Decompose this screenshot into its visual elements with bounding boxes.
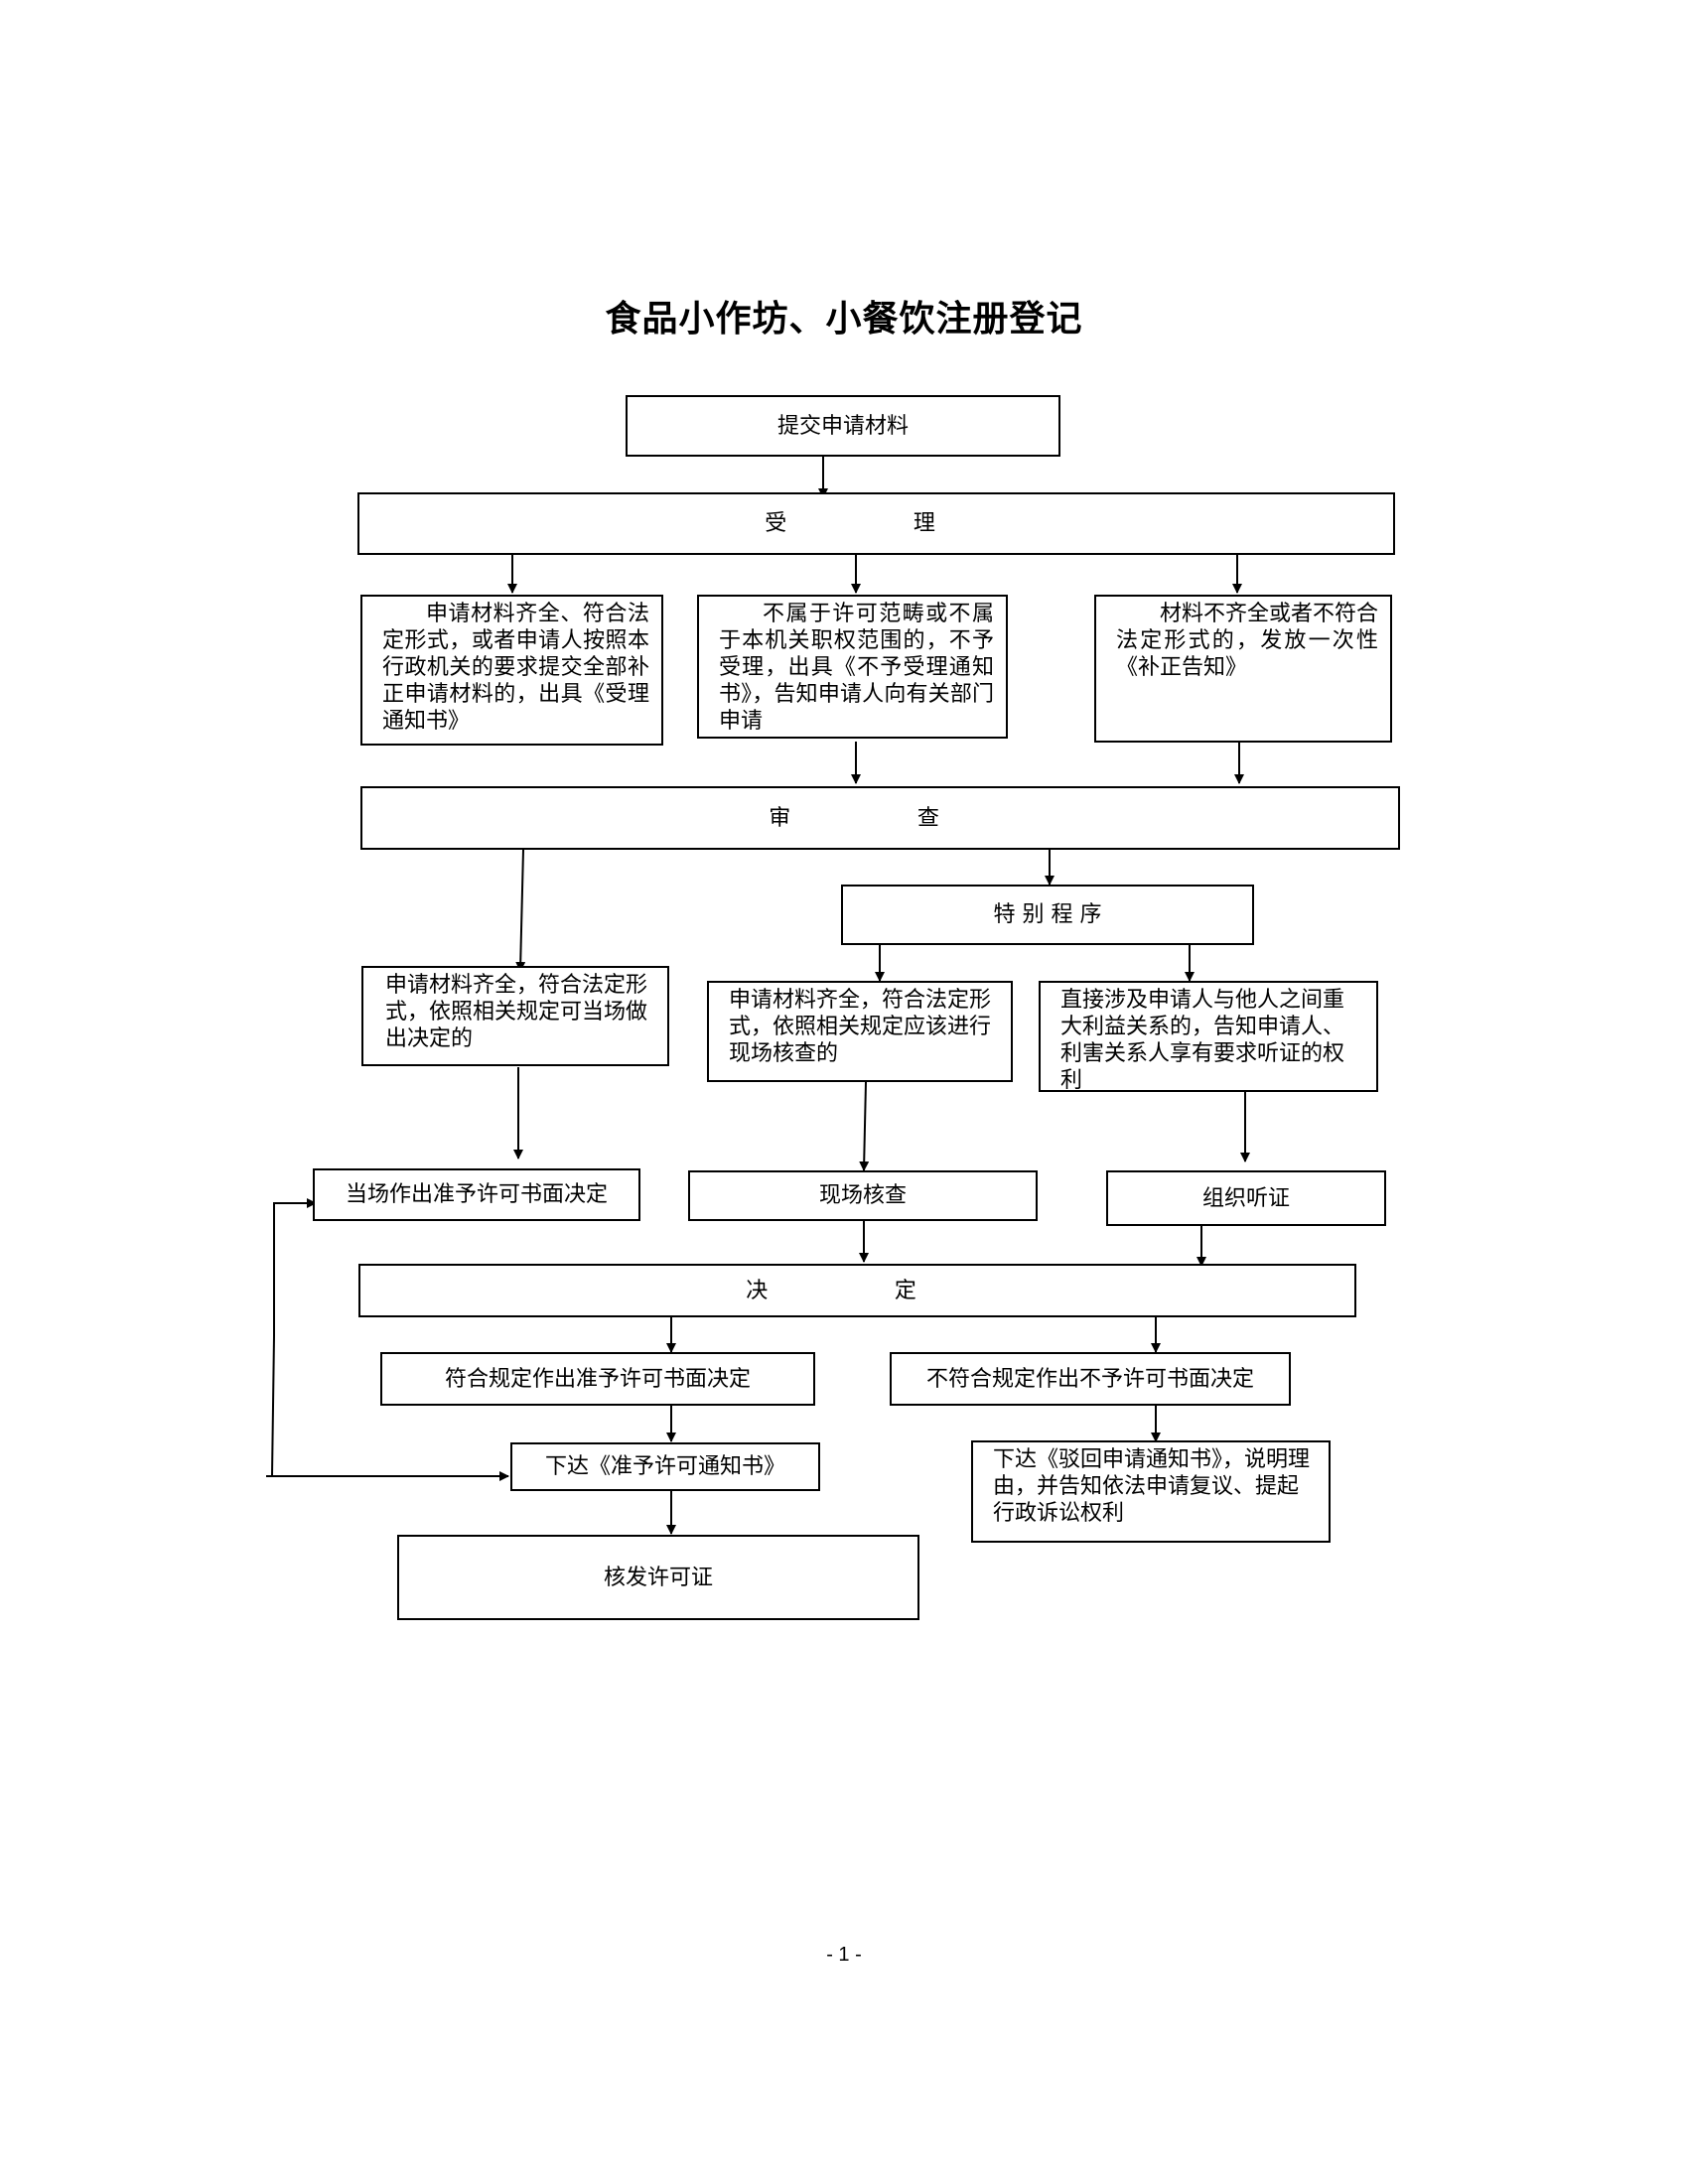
not-in-scope-box: 不属于许可范畴或不属于本机关职权范围的，不予受理，出具《不予受理通知书》，告知申… (697, 595, 1008, 739)
approve-decision-box: 符合规定作出准予许可书面决定 (380, 1352, 815, 1406)
onsite-written-decision-label: 当场作出准予许可书面决定 (345, 1182, 608, 1207)
page-title: 食品小作坊、小餐饮注册登记 (605, 299, 1083, 340)
hearing-box: 组织听证 (1106, 1170, 1386, 1226)
decision-box: 决 定 (358, 1264, 1356, 1317)
special-procedure-box: 特 别 程 序 (841, 885, 1254, 945)
onsite-written-decision-box: 当场作出准予许可书面决定 (313, 1168, 640, 1221)
arrow-review-to-onsitecase (515, 849, 526, 972)
review-box: 审 查 (360, 786, 1400, 850)
rejection-notice-text: 下达《驳回申请通知书》，说明理由，并告知依法申请复议、提起行政诉讼权利 (993, 1447, 1311, 1526)
arrow-inspectioncase-to-inspection (859, 1081, 870, 1171)
page-number: - 1 - (826, 1944, 862, 1966)
loop-writtendecision-to-notice (271, 1202, 312, 1477)
hearing-case-text: 直接涉及申请人与他人之间重大利益关系的，告知申请人、利害关系人享有要求听证的权利 (1060, 988, 1345, 1093)
review-label: 审 查 (769, 805, 992, 831)
special-procedure-label: 特 别 程 序 (993, 902, 1102, 927)
rejection-notice-box: 下达《驳回申请通知书》，说明理由，并告知依法申请复议、提起行政诉讼权利 (971, 1440, 1331, 1543)
approval-notice-label: 下达《准予许可通知书》 (544, 1454, 785, 1479)
accept-ok-box: 申请材料齐全、符合法定形式，或者申请人按照本行政机关的要求提交全部补正申请材料的… (360, 595, 663, 746)
accept-box: 受 理 (357, 492, 1395, 555)
onsite-decision-case-box: 申请材料齐全，符合法定形式，依照相关规定可当场做出决定的 (361, 966, 669, 1066)
inspection-case-box: 申请材料齐全，符合法定形式，依照相关规定应该进行现场核查的 (707, 981, 1013, 1082)
hearing-case-box: 直接涉及申请人与他人之间重大利益关系的，告知申请人、利害关系人享有要求听证的权利 (1039, 981, 1378, 1093)
issue-license-box: 核发许可证 (397, 1535, 919, 1620)
onsite-decision-case-text: 申请材料齐全，符合法定形式，依照相关规定可当场做出决定的 (385, 973, 648, 1051)
reject-decision-label: 不符合规定作出不予许可书面决定 (925, 1366, 1254, 1392)
issue-license-label: 核发许可证 (603, 1565, 713, 1590)
inspection-case-text: 申请材料齐全，符合法定形式，依照相关规定应该进行现场核查的 (729, 988, 992, 1066)
accept-label: 受 理 (765, 511, 988, 536)
submit-materials-box: 提交申请材料 (626, 395, 1060, 457)
site-inspection-label: 现场核查 (818, 1183, 907, 1208)
submit-materials-label: 提交申请材料 (776, 413, 909, 439)
hearing-label: 组织听证 (1201, 1185, 1290, 1211)
not-in-scope-text: 不属于许可范畴或不属于本机关职权范围的，不予受理，出具《不予受理通知书》，告知申… (719, 602, 994, 734)
approve-decision-label: 符合规定作出准予许可书面决定 (444, 1366, 751, 1392)
accept-ok-text: 申请材料齐全、符合法定形式，或者申请人按照本行政机关的要求提交全部补正申请材料的… (382, 602, 649, 734)
site-inspection-box: 现场核查 (688, 1170, 1038, 1221)
approval-notice-box: 下达《准予许可通知书》 (510, 1442, 820, 1491)
incomplete-box: 材料不齐全或者不符合法定形式的，发放一次性《补正告知》 (1094, 595, 1392, 743)
reject-decision-box: 不符合规定作出不予许可书面决定 (890, 1352, 1291, 1406)
decision-label: 决 定 (746, 1278, 969, 1303)
incomplete-text: 材料不齐全或者不符合法定形式的，发放一次性《补正告知》 (1116, 602, 1379, 680)
